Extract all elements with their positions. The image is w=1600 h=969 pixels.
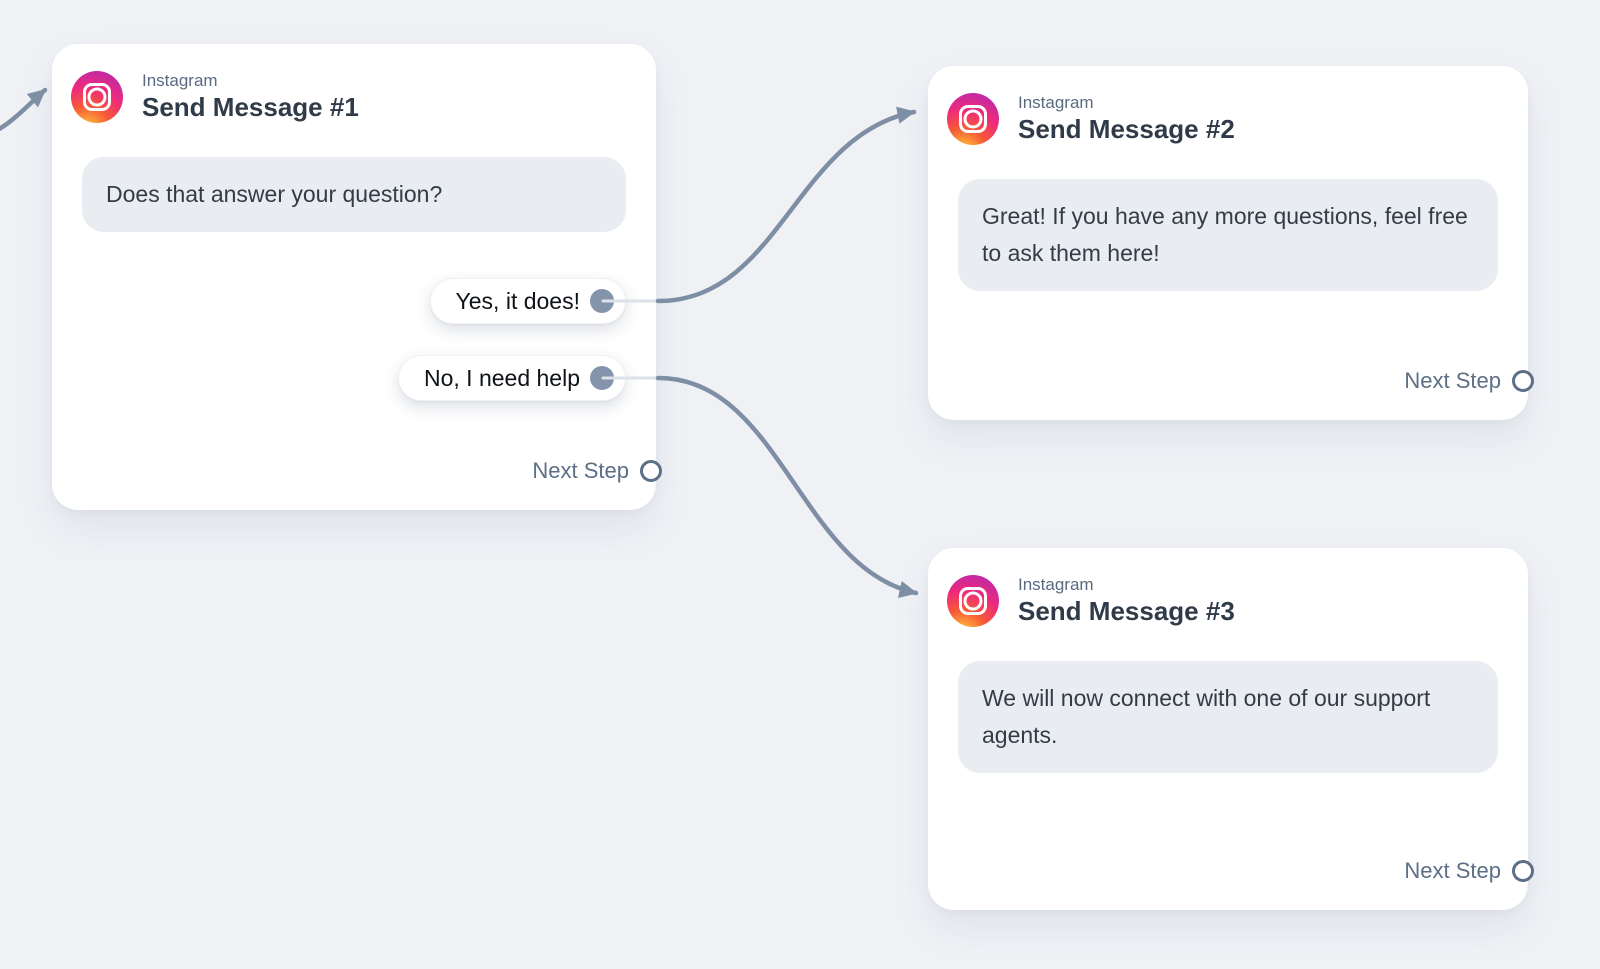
camera-lens-icon xyxy=(963,591,983,611)
node-card-send-message-2[interactable]: Instagram Send Message #2 Great! If you … xyxy=(928,66,1534,420)
quick-reply-connector-port[interactable] xyxy=(590,366,614,390)
next-step-port[interactable] xyxy=(1512,860,1534,882)
wire-no-to-node3 xyxy=(655,375,919,598)
node-header: Instagram Send Message #2 xyxy=(947,93,1498,145)
next-step-row: Next Step xyxy=(958,368,1534,394)
node-title: Send Message #3 xyxy=(1018,596,1235,626)
node-header: Instagram Send Message #3 xyxy=(947,575,1498,627)
quick-reply-no[interactable]: No, I need help xyxy=(397,355,626,401)
channel-label: Instagram xyxy=(1018,93,1094,112)
camera-flash-icon xyxy=(115,74,120,79)
camera-lens-icon xyxy=(87,87,107,107)
message-bubble[interactable]: We will now connect with one of our supp… xyxy=(958,661,1498,773)
next-step-row: Next Step xyxy=(958,858,1534,884)
node-header: Instagram Send Message #1 xyxy=(71,71,626,123)
message-bubble[interactable]: Does that answer your question? xyxy=(82,157,626,232)
next-step-label: Next Step xyxy=(532,458,629,483)
node-card-send-message-1[interactable]: Instagram Send Message #1 Does that answ… xyxy=(52,44,662,510)
instagram-icon xyxy=(947,575,999,627)
node-card-send-message-3[interactable]: Instagram Send Message #3 We will now co… xyxy=(928,548,1534,910)
quick-replies: Yes, it does! No, I need help xyxy=(82,278,626,401)
quick-reply-yes[interactable]: Yes, it does! xyxy=(429,278,626,324)
camera-lens-icon xyxy=(963,109,983,129)
quick-reply-connector-port[interactable] xyxy=(590,289,614,313)
channel-label: Instagram xyxy=(142,71,218,90)
camera-body-icon xyxy=(83,83,111,111)
instagram-icon xyxy=(947,93,999,145)
next-step-port[interactable] xyxy=(1512,370,1534,392)
next-step-row: Next Step xyxy=(82,458,662,484)
node-title: Send Message #1 xyxy=(142,92,359,122)
next-step-label: Next Step xyxy=(1404,368,1501,393)
quick-reply-label: No, I need help xyxy=(423,364,580,391)
channel-label: Instagram xyxy=(1018,575,1094,594)
next-step-label: Next Step xyxy=(1404,858,1501,883)
camera-body-icon xyxy=(959,587,987,615)
wire-incoming-to-node1 xyxy=(0,87,48,131)
quick-reply-label: Yes, it does! xyxy=(455,287,580,314)
camera-body-icon xyxy=(959,105,987,133)
wire-yes-to-node2 xyxy=(655,106,917,304)
camera-flash-icon xyxy=(991,96,996,101)
message-bubble[interactable]: Great! If you have any more questions, f… xyxy=(958,179,1498,291)
instagram-icon xyxy=(71,71,123,123)
next-step-port[interactable] xyxy=(640,460,662,482)
node-title: Send Message #2 xyxy=(1018,114,1235,144)
camera-flash-icon xyxy=(991,578,996,583)
